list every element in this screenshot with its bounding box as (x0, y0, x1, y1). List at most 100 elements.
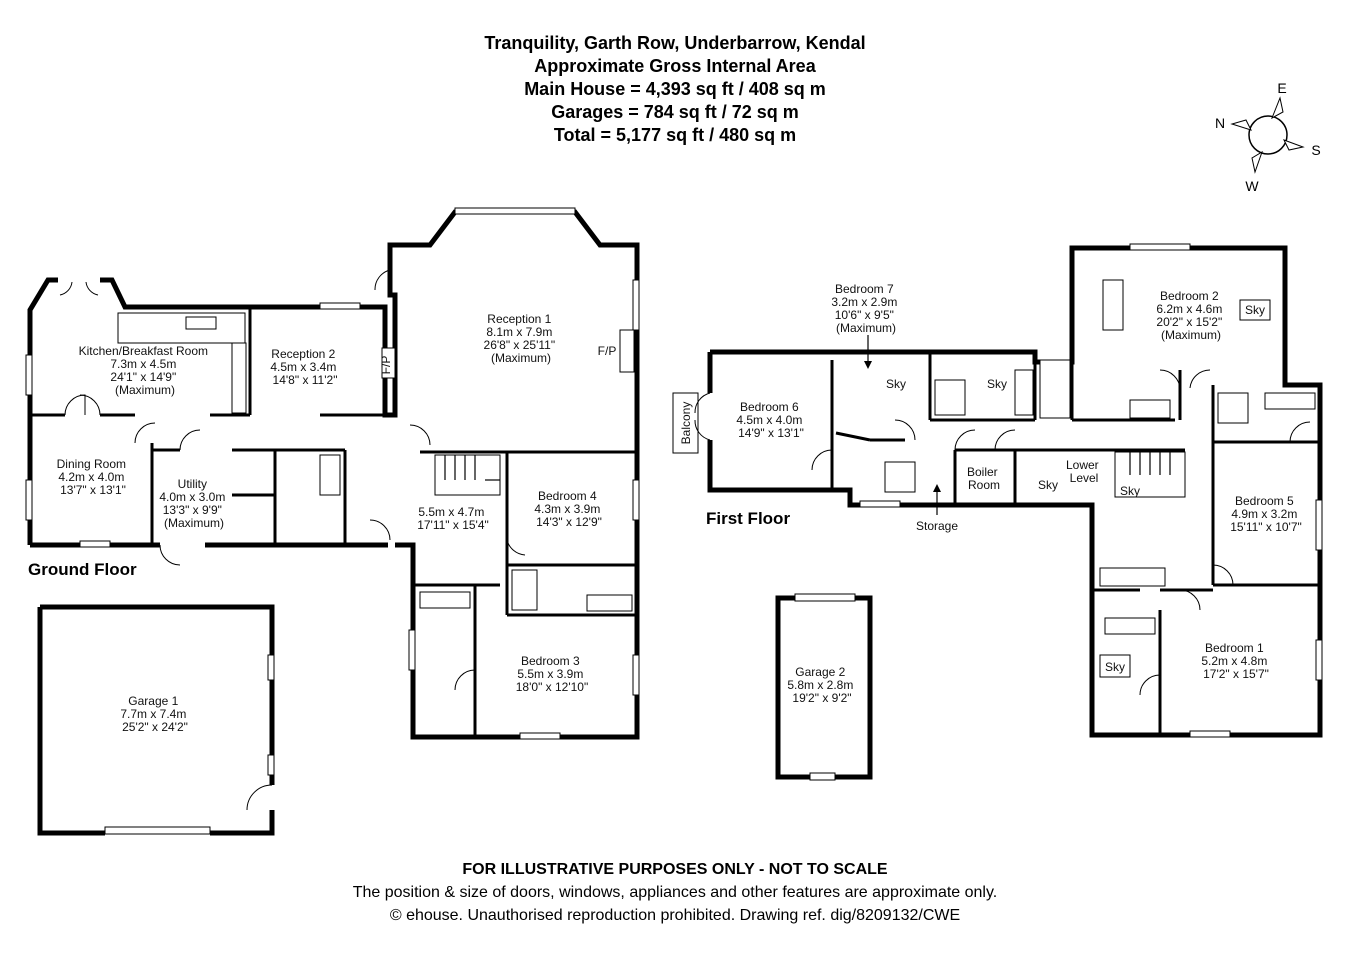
bedroom2-metric: 6.2m x 4.6m (1156, 302, 1222, 316)
utility-name: Utility (178, 477, 207, 491)
bedroom2-imperial: 20'2" x 15'2" (1156, 315, 1222, 329)
kitchen-max: (Maximum) (115, 383, 175, 397)
utility-metric: 4.0m x 3.0m (159, 490, 225, 504)
garage1-name: Garage 1 (128, 694, 178, 708)
kitchen-name: Kitchen/Breakfast Room (79, 344, 208, 358)
bedroom5-name: Bedroom 5 (1235, 494, 1294, 508)
bedroom3-name: Bedroom 3 (521, 654, 580, 668)
fireplace-label: F/P (598, 344, 617, 358)
bedroom2-name: Bedroom 2 (1160, 289, 1219, 303)
svg-text:5.5m x 4.7m 17'11" x 15': 5.5m x 4.7m 17'11" x 15'4" (417, 505, 489, 532)
svg-text:Bedroom 4 4.3m x 3.9m: Bedroom 4 4.3m x 3.9m 14'3" x 12'9" (534, 489, 603, 529)
kitchen-imperial: 24'1" x 14'9" (110, 370, 176, 384)
compass-north-label: N (1215, 115, 1225, 131)
svg-text:Bedroom 5 4.9m x 3.2m: Bedroom 5 4.9m x 3.2m 15'11" x 10'7" (1230, 494, 1302, 534)
svg-text:Reception 1 8.1m x 7.9m: Reception 1 8.1m x 7.9m 26'8" x 25'11" (… (484, 312, 559, 365)
reception1-name: Reception 1 (487, 312, 551, 326)
garage2-imperial: 19'2" x 9'2" (792, 691, 851, 705)
bedroom6-name: Bedroom 6 (740, 400, 799, 414)
svg-text:Garage 1 7.7m x 7.4m: Garage 1 7.7m x 7.4m 25'2" x 24'2" (120, 694, 189, 734)
utility-imperial: 13'3" x 9'9" (163, 503, 222, 517)
title-address: Tranquility, Garth Row, Underbarrow, Ken… (484, 33, 866, 53)
copyright-text: © ehouse. Unauthorised reproduction proh… (389, 907, 961, 924)
sky-label-landing: Sky (1120, 484, 1140, 498)
fireplace-label-reception2: F/P (379, 356, 393, 375)
svg-text:Bedroom 3 5.5m x 3.9m: Bedroom 3 5.5m x 3.9m 18'0" x 12'10" (516, 654, 589, 694)
svg-text:Utility 4.0m x 3.0m: Utility 4.0m x 3.0m 13'3" x 9'9" (Maximu… (159, 477, 228, 530)
svg-text:Garage 2 5.8m x 2.8m: Garage 2 5.8m x 2.8m 19'2" x 9'2" (787, 665, 856, 705)
reception2-imperial: 14'8" x 11'2" (273, 373, 338, 387)
storage-label: Storage (916, 519, 958, 533)
stairs-icon (434, 454, 501, 496)
sky-label-bedroom7: Sky (886, 377, 906, 391)
bedroom7-imperial: 10'6" x 9'5" (835, 308, 894, 322)
garage2-metric: 5.8m x 2.8m (787, 678, 853, 692)
balcony-label: Balcony (679, 402, 693, 445)
hall-metric: 5.5m x 4.7m (418, 505, 484, 519)
svg-text:Bedroom 7 3.2m x 2.9m: Bedroom 7 3.2m x 2.9m 10'6" x 9'5" (Maxi… (831, 282, 900, 335)
lower-level-line1: Lower (1066, 458, 1099, 472)
garage1-metric: 7.7m x 7.4m (120, 707, 186, 721)
compass-south-label: S (1311, 142, 1320, 158)
first-floor-plan: Bedroom 7 3.2m x 2.9m 10'6" x 9'5" (Maxi… (672, 243, 1323, 781)
bedroom4-name: Bedroom 4 (538, 489, 597, 503)
disclaimer-heading: FOR ILLUSTRATIVE PURPOSES ONLY - NOT TO … (462, 861, 888, 878)
sky-label-lower: Sky (1038, 478, 1058, 492)
bedroom5-metric: 4.9m x 3.2m (1231, 507, 1297, 521)
ground-floor-label: Ground Floor (28, 560, 137, 579)
garage1-imperial: 25'2" x 24'2" (122, 720, 188, 734)
stairs-icon (1114, 451, 1186, 498)
ground-floor-plan: Kitchen/Breakfast Room 7.3m x 4.5m 24'1"… (25, 207, 640, 836)
sky-label-shower: Sky (987, 377, 1007, 391)
boiler-room-line2: Room (968, 478, 1000, 492)
title-total-area: Total = 5,177 sq ft / 480 sq m (553, 125, 797, 145)
disclaimer-text: The position & size of doors, windows, a… (352, 884, 998, 901)
bedroom6-imperial: 14'9" x 13'1" (738, 426, 804, 440)
bedroom1-imperial: 17'2" x 15'7" (1203, 667, 1269, 681)
first-floor-label: First Floor (706, 509, 790, 528)
compass-icon: E S W N (1215, 80, 1321, 194)
compass-east-label: E (1277, 80, 1286, 96)
reception1-metric: 8.1m x 7.9m (486, 325, 552, 339)
svg-text:Reception 2 4.5m x 3.4m: Reception 2 4.5m x 3.4m 14'8" x 11'2" (270, 347, 339, 387)
garage2-name: Garage 2 (795, 665, 845, 679)
title-area-heading: Approximate Gross Internal Area (534, 56, 816, 76)
bedroom1-metric: 5.2m x 4.8m (1201, 654, 1267, 668)
svg-text:Kitchen/Breakfast Room 7: Kitchen/Breakfast Room 7.3m x 4.5m 24'1"… (79, 344, 212, 397)
reception1-imperial: 26'8" x 25'11" (484, 338, 556, 352)
bedroom7-metric: 3.2m x 2.9m (831, 295, 897, 309)
dining-imperial: 13'7" x 13'1" (60, 483, 126, 497)
bedroom6-metric: 4.5m x 4.0m (736, 413, 802, 427)
svg-text:Dining Room 4.2m x 4.0m: Dining Room 4.2m x 4.0m 13'7" x 13'1" (57, 457, 130, 497)
bedroom7-name: Bedroom 7 (835, 282, 894, 296)
sky-label-bedroom1: Sky (1105, 660, 1125, 674)
dining-metric: 4.2m x 4.0m (58, 470, 124, 484)
title-main-house-area: Main House = 4,393 sq ft / 408 sq m (524, 79, 826, 99)
title-garages-area: Garages = 784 sq ft / 72 sq m (551, 102, 799, 122)
reception2-name: Reception 2 (271, 347, 335, 361)
bedroom1-name: Bedroom 1 (1205, 641, 1264, 655)
lower-level-line2: Level (1070, 471, 1099, 485)
balcony-rail (672, 392, 699, 454)
svg-text:Bedroom 1 5.2m x 4.8m: Bedroom 1 5.2m x 4.8m 17'2" x 15'7" (1201, 641, 1270, 681)
svg-text:Bedroom 2 6.2m x 4.6m: Bedroom 2 6.2m x 4.6m 20'2" x 15'2" (Max… (1156, 289, 1225, 342)
bedroom3-imperial: 18'0" x 12'10" (516, 680, 589, 694)
compass-west-label: W (1245, 178, 1259, 194)
bedroom2-max: (Maximum) (1161, 328, 1221, 342)
bedroom4-metric: 4.3m x 3.9m (534, 502, 600, 516)
bedroom5-imperial: 15'11" x 10'7" (1230, 520, 1302, 534)
bedroom3-metric: 5.5m x 3.9m (517, 667, 583, 681)
dining-name: Dining Room (57, 457, 126, 471)
boiler-room-line1: Boiler (967, 465, 998, 479)
reception1-max: (Maximum) (491, 351, 551, 365)
bedroom4-imperial: 14'3" x 12'9" (536, 515, 602, 529)
sky-label-bedroom2: Sky (1245, 303, 1265, 317)
reception2-metric: 4.5m x 3.4m (270, 360, 336, 374)
hall-imperial: 17'11" x 15'4" (417, 518, 489, 532)
kitchen-metric: 7.3m x 4.5m (110, 357, 176, 371)
svg-text:Lower Level: Lower Level (1066, 458, 1102, 485)
utility-max: (Maximum) (164, 516, 224, 530)
svg-text:Bedroom 6 4.5m x 4.0m: Bedroom 6 4.5m x 4.0m 14'9" x 13'1" (736, 400, 805, 440)
svg-text:Boiler Room: Boiler Room (967, 465, 1001, 492)
